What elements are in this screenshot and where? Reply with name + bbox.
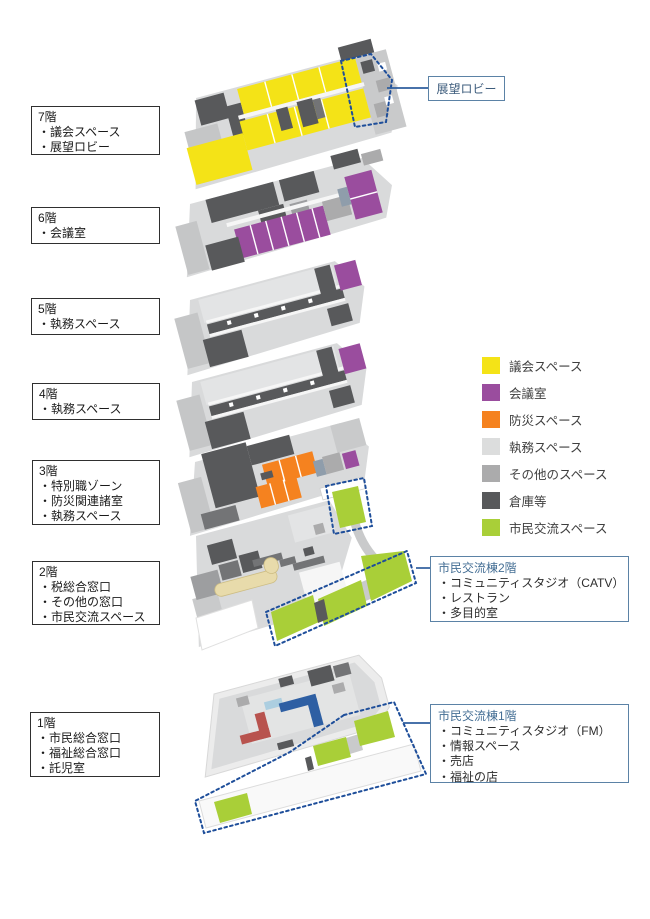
floor-label-1f: 1階 ・市民総合窓口 ・福祉総合窓口 ・託児室 (30, 712, 160, 777)
legend-swatch (482, 357, 500, 374)
floor-use-item: ・執務スペース (38, 317, 121, 331)
legend-row-meeting: 会議室 (482, 384, 608, 401)
floor-title: 5階 (38, 302, 57, 316)
floor-use-item: ・執務スペース (39, 509, 122, 523)
callout-item: ・レストラン (438, 591, 511, 606)
f1-lower-walkway (198, 743, 422, 829)
floor-use-item: ・その他の窓口 (39, 595, 124, 609)
f2-annex-outline (264, 549, 418, 648)
floor-use-item: ・会議室 (38, 226, 87, 240)
callout-observation-lobby: 展望ロビー (428, 76, 505, 101)
floor-use-item: ・議会スペース (38, 125, 121, 139)
legend-label: 市民交流スペース (509, 522, 608, 536)
callout-item: ・情報スペース (438, 739, 521, 754)
legend-swatch (482, 411, 500, 428)
f2-upper-green-outline (324, 476, 374, 536)
legend-label: 執務スペース (509, 441, 583, 455)
floor-title: 1階 (37, 716, 56, 730)
floor-title: 3階 (39, 464, 58, 478)
legend-row-storage: 倉庫等 (482, 492, 608, 509)
legend-label: その他のスペース (509, 468, 608, 482)
floor-title: 6階 (38, 211, 57, 225)
floor-use-item: ・特別職ゾーン (39, 479, 123, 493)
floor-use-item: ・託児室 (37, 761, 86, 775)
legend-row-citizen: 市民交流スペース (482, 519, 608, 536)
legend-row-disaster: 防災スペース (482, 411, 608, 428)
floor-label-7f: 7階 ・議会スペース ・展望ロビー (31, 106, 160, 155)
callout-citizen-annex-2f: 市民交流棟2階 ・コミュニティスタジオ（CATV） ・レストラン ・多目的室 (430, 556, 629, 622)
f1-green-right (354, 711, 395, 746)
floor-use-item: ・執務スペース (39, 402, 122, 416)
legend-swatch (482, 492, 500, 509)
f2-upper-green (332, 486, 366, 528)
callout-item: ・福祉の店 (438, 769, 499, 784)
legend: 議会スペース 会議室 防災スペース 執務スペース その他のスペース 倉庫等 市民… (482, 357, 608, 546)
floor-3-plan (177, 418, 369, 536)
floor-1-plan (204, 654, 390, 778)
floor-use-item: ・展望ロビー (38, 140, 111, 154)
legend-swatch (482, 438, 500, 455)
floor-label-3f: 3階 ・特別職ゾーン ・防災関連諸室 ・執務スペース (32, 460, 160, 525)
floor-label-6f: 6階 ・会議室 (31, 207, 160, 244)
f2-annex-green-left (271, 595, 319, 641)
legend-swatch (482, 384, 500, 401)
callout-label: 展望ロビー (436, 82, 497, 96)
floor-label-5f: 5階 ・執務スペース (31, 298, 160, 335)
legend-label: 防災スペース (509, 414, 583, 428)
floor-use-item: ・防災関連諸室 (39, 494, 124, 508)
legend-label: 倉庫等 (509, 495, 547, 509)
floor-label-2f: 2階 ・税総合窓口 ・その他の窓口 ・市民交流スペース (32, 561, 160, 625)
legend-row-office: 執務スペース (482, 438, 608, 455)
f7-lobby-outline (339, 52, 394, 129)
f2-annex-green-right (361, 551, 412, 601)
f1-green-mid (313, 737, 351, 766)
callout-item: ・コミュニティスタジオ（CATV） (438, 576, 625, 590)
floor-6-plan (175, 148, 392, 278)
f2-apron (195, 599, 259, 651)
legend-swatch (482, 465, 500, 482)
legend-row-assembly: 議会スペース (482, 357, 608, 374)
floor-use-item: ・市民交流スペース (39, 610, 146, 624)
floor-use-item: ・税総合窓口 (39, 580, 112, 594)
f1-annex-outline (193, 700, 428, 835)
floor-use-item: ・福祉総合窓口 (37, 746, 122, 760)
f1-green-left (214, 793, 252, 823)
floor-title: 2階 (39, 565, 58, 579)
floor-5-plan (174, 259, 365, 376)
legend-row-other: その他のスペース (482, 465, 608, 482)
callout-citizen-annex-1f: 市民交流棟1階 ・コミュニティスタジオ（FM） ・情報スペース ・売店 ・福祉の… (430, 704, 629, 784)
legend-label: 議会スペース (509, 360, 583, 374)
f1-dark-sliver (305, 756, 314, 771)
floor-4-plan (176, 343, 367, 458)
callout-item: ・多目的室 (438, 606, 499, 621)
callout-title: 市民交流棟2階 (438, 561, 517, 575)
floor-label-4f: 4階 ・執務スペース (32, 383, 160, 420)
callout-title: 市民交流棟1階 (438, 709, 517, 723)
floor-use-item: ・市民総合窓口 (37, 731, 122, 745)
callout-item: ・コミュニティスタジオ（FM） (438, 724, 611, 738)
legend-label: 会議室 (509, 387, 547, 401)
callout-item: ・売店 (438, 754, 475, 769)
floor-title: 7階 (38, 110, 57, 124)
f2-annex-dark (314, 599, 328, 623)
f2-annex-green-mid (318, 580, 367, 626)
legend-swatch (482, 519, 500, 536)
floor-title: 4階 (39, 387, 58, 401)
